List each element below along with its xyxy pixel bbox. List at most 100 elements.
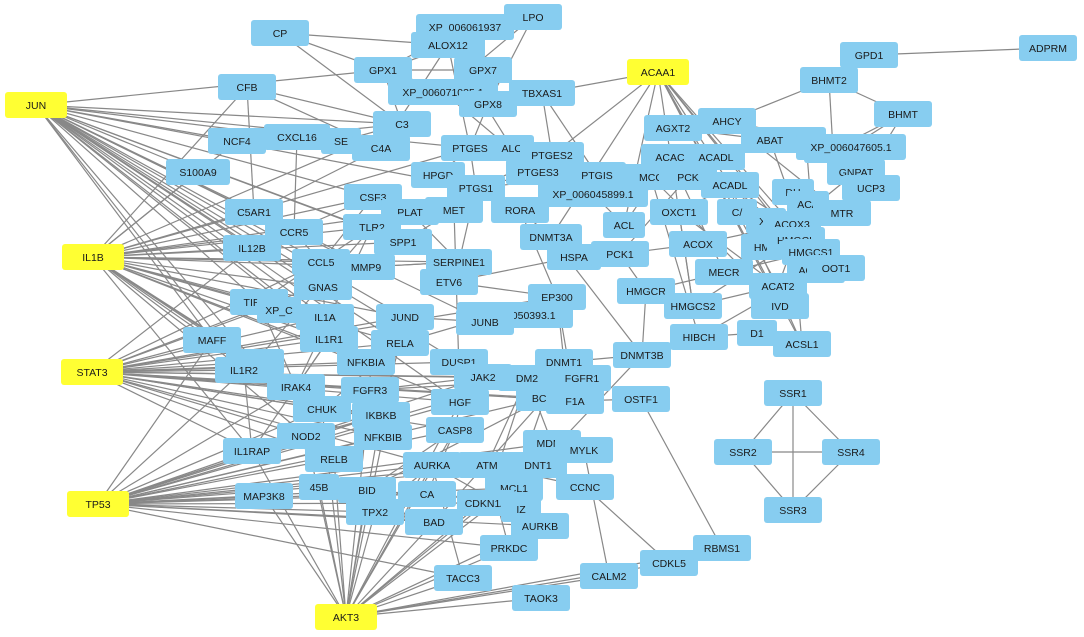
node-hif1a[interactable]: F1A [546, 388, 604, 414]
node-taok3[interactable]: TAOK3 [512, 585, 570, 611]
node-nfkbia[interactable]: NFKBIA [337, 349, 395, 375]
node-il1b[interactable]: IL1B [62, 244, 124, 270]
node-il12b[interactable]: IL12B [223, 235, 281, 261]
node-acl[interactable]: ACL [603, 212, 645, 238]
node-cdkn1a[interactable]: CDKN1A [457, 490, 515, 516]
node-tbxas1[interactable]: TBXAS1 [509, 80, 575, 106]
node-cp[interactable]: CP [251, 20, 309, 46]
node-casp8[interactable]: CASP8 [426, 417, 484, 443]
node-fgfr3[interactable]: FGFR3 [341, 377, 399, 403]
node-agxt2[interactable]: AGXT2 [644, 115, 702, 141]
node-hgf[interactable]: HGF [431, 389, 489, 415]
node-junb[interactable]: JUNB [456, 309, 514, 335]
node-bid[interactable]: BID [338, 477, 396, 503]
node-ostf1[interactable]: OSTF1 [612, 386, 670, 412]
node-hmgcs2[interactable]: HMGCS2 [664, 293, 722, 319]
node-ptgs1[interactable]: PTGS1 [447, 175, 505, 201]
node-acat2[interactable]: ACAT2 [749, 273, 807, 299]
node-hmgcr[interactable]: HMGCR [617, 278, 675, 304]
node-c3[interactable]: C3 [373, 111, 431, 137]
node-tp53[interactable]: TP53 [67, 491, 129, 517]
node-ssr4[interactable]: SSR4 [822, 439, 880, 465]
node-gadd45b[interactable]: 45B [299, 474, 339, 500]
node-akt3[interactable]: AKT3 [315, 604, 377, 630]
node-nod2[interactable]: NOD2 [277, 423, 335, 449]
node-ssr2[interactable]: SSR2 [714, 439, 772, 465]
node-gpd1[interactable]: GPD1 [840, 42, 898, 68]
node-spp1[interactable]: SPP1 [374, 229, 432, 255]
node-c5ar1[interactable]: C5AR1 [225, 199, 283, 225]
node-bhmt2[interactable]: BHMT2 [800, 67, 858, 93]
node-nfkbib[interactable]: NFKBIB [354, 424, 412, 450]
node-ivd[interactable]: IVD [751, 293, 809, 319]
node-rora[interactable]: RORA [491, 197, 549, 223]
node-prkdc[interactable]: PRKDC [480, 535, 538, 561]
node-il1a[interactable]: IL1A [296, 304, 354, 330]
node-calm2[interactable]: CALM2 [580, 563, 638, 589]
node-tpx2[interactable]: TPX2 [346, 499, 404, 525]
node-bhmt[interactable]: BHMT [874, 101, 932, 127]
node-oxct1[interactable]: OXCT1 [650, 199, 708, 225]
node-ucp3[interactable]: UCP3 [842, 175, 900, 201]
node-tacc3[interactable]: TACC3 [434, 565, 492, 591]
node-xp-006047605-1[interactable]: XP_006047605.1 [796, 134, 906, 160]
node-mecr[interactable]: MECR [695, 259, 753, 285]
node-acsl1[interactable]: ACSL1 [773, 331, 831, 357]
node-s100a9[interactable]: S100A9 [166, 159, 230, 185]
node-il1r1[interactable]: IL1R1 [300, 326, 358, 352]
node-ssr3[interactable]: SSR3 [764, 497, 822, 523]
node-jak2[interactable]: JAK2 [454, 364, 512, 390]
node-alox12[interactable]: ALOX12 [411, 32, 485, 58]
node-dnmt3a[interactable]: DNMT3A [520, 224, 582, 250]
node-acaa1[interactable]: ACAA1 [627, 59, 689, 85]
node-oot1[interactable]: OOT1 [807, 255, 865, 281]
node-gnas[interactable]: GNAS [294, 274, 352, 300]
node-irak4[interactable]: IRAK4 [267, 374, 325, 400]
node-mtr[interactable]: MTR [813, 200, 871, 226]
node-acadl[interactable]: ACADL [701, 172, 759, 198]
node-lpo[interactable]: LPO [504, 4, 562, 30]
node-ptges3[interactable]: PTGES3 [506, 159, 570, 185]
node-ncf4[interactable]: NCF4 [208, 128, 266, 154]
node-rbms1[interactable]: RBMS1 [693, 535, 751, 561]
node-adprm[interactable]: ADPRM [1019, 35, 1077, 61]
node-ahcy[interactable]: AHCY [698, 108, 756, 134]
node-map3k8[interactable]: MAP3K8 [235, 483, 293, 509]
node-stat3[interactable]: STAT3 [61, 359, 123, 385]
node-d1[interactable]: D1 [737, 320, 777, 346]
node-jund[interactable]: JUND [376, 304, 434, 330]
node-relb[interactable]: RELB [305, 446, 363, 472]
node-xp-c[interactable]: XP_C [257, 297, 301, 323]
node-atm[interactable]: ATM [458, 452, 516, 478]
node-acadl-top[interactable]: ACADL [687, 144, 745, 170]
node-serpine1[interactable]: SERPINE1 [426, 249, 492, 275]
node-cxcl16[interactable]: CXCL16 [264, 124, 330, 150]
node-bad[interactable]: BAD [405, 509, 463, 535]
node-ikbkb[interactable]: IKBKB [352, 402, 410, 428]
node-cfb[interactable]: CFB [218, 74, 276, 100]
node-ssr1[interactable]: SSR1 [764, 380, 822, 406]
node-jun[interactable]: JUN [5, 92, 67, 118]
node-abat[interactable]: ABAT [741, 127, 799, 153]
node-gpx1[interactable]: GPX1 [354, 57, 412, 83]
node-ca[interactable]: CA [398, 481, 456, 507]
node-il1r2[interactable]: IL1R2 [215, 357, 273, 383]
node-ccnc[interactable]: CCNC [556, 474, 614, 500]
node-gpx7[interactable]: GPX7 [454, 57, 512, 83]
node-xp-006045899-1[interactable]: XP_006045899.1 [538, 181, 648, 207]
node-aurkb[interactable]: AURKB [511, 513, 569, 539]
node-il1rap[interactable]: IL1RAP [223, 438, 281, 464]
node-c4a[interactable]: C4A [352, 135, 410, 161]
node-etv6[interactable]: ETV6 [420, 269, 478, 295]
node-ccl5[interactable]: CCL5 [292, 249, 350, 275]
node-dnmt3b[interactable]: DNMT3B [613, 342, 671, 368]
node-met[interactable]: MET [425, 197, 483, 223]
node-maff[interactable]: MAFF [183, 327, 241, 353]
node-acac[interactable]: ACAC [641, 144, 699, 170]
node-dnt1[interactable]: DNT1 [509, 452, 567, 478]
node-cdkl5[interactable]: CDKL5 [640, 550, 698, 576]
node-se[interactable]: SE [321, 128, 361, 154]
node-mmp9[interactable]: MMP9 [337, 254, 395, 280]
node-hspa5[interactable]: HSPA [547, 244, 601, 270]
node-dnmt1[interactable]: DNMT1 [535, 349, 593, 375]
